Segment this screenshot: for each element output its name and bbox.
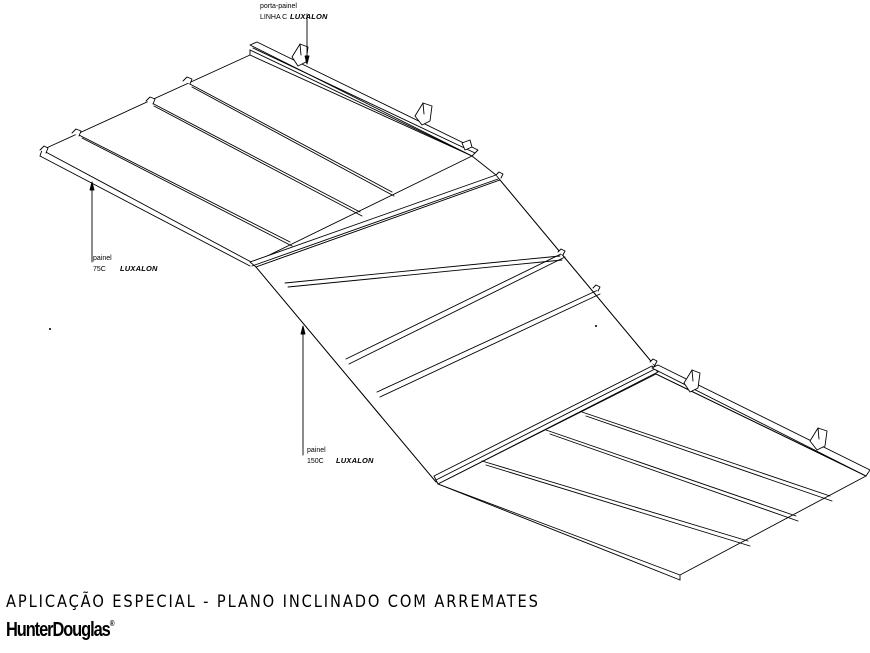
inclined-panel-clips [495, 171, 658, 366]
upper-panel-clips [39, 76, 193, 154]
label-painel-150c-prefix: 150C [307, 458, 324, 465]
logo-text: HunterDouglas [6, 619, 111, 641]
label-porta-painel-brand: LUXALON [290, 12, 328, 21]
leader-painel-75c [89, 181, 95, 263]
leader-porta-painel [304, 13, 310, 65]
registered-mark: ® [109, 619, 115, 628]
label-painel-75c: painel 75C LUXALON [93, 255, 158, 273]
lower-carrier-rail [651, 364, 870, 477]
label-porta-painel: porta-painel LINHA C LUXALON [260, 3, 328, 21]
label-painel-150c-brand: LUXALON [336, 456, 374, 465]
label-painel-75c-prefix: 75C [93, 266, 106, 273]
leader-painel-150c [300, 325, 306, 456]
label-painel-75c-line1: painel [93, 255, 112, 262]
hunterdouglas-logo: HunterDouglas® [6, 619, 115, 642]
label-painel-150c: painel 150C LUXALON [307, 447, 374, 465]
drawing-caption: APLICAÇÃO ESPECIAL - PLANO INCLINADO COM… [6, 592, 540, 612]
label-porta-painel-prefix: LINHA C [260, 14, 287, 21]
label-painel-150c-line1: painel [307, 447, 326, 454]
lower-transition-rail [433, 365, 659, 485]
label-porta-painel-line1: porta-painel [260, 3, 297, 10]
label-painel-75c-brand: LUXALON [120, 264, 158, 273]
upper-carrier-rail [249, 41, 479, 157]
